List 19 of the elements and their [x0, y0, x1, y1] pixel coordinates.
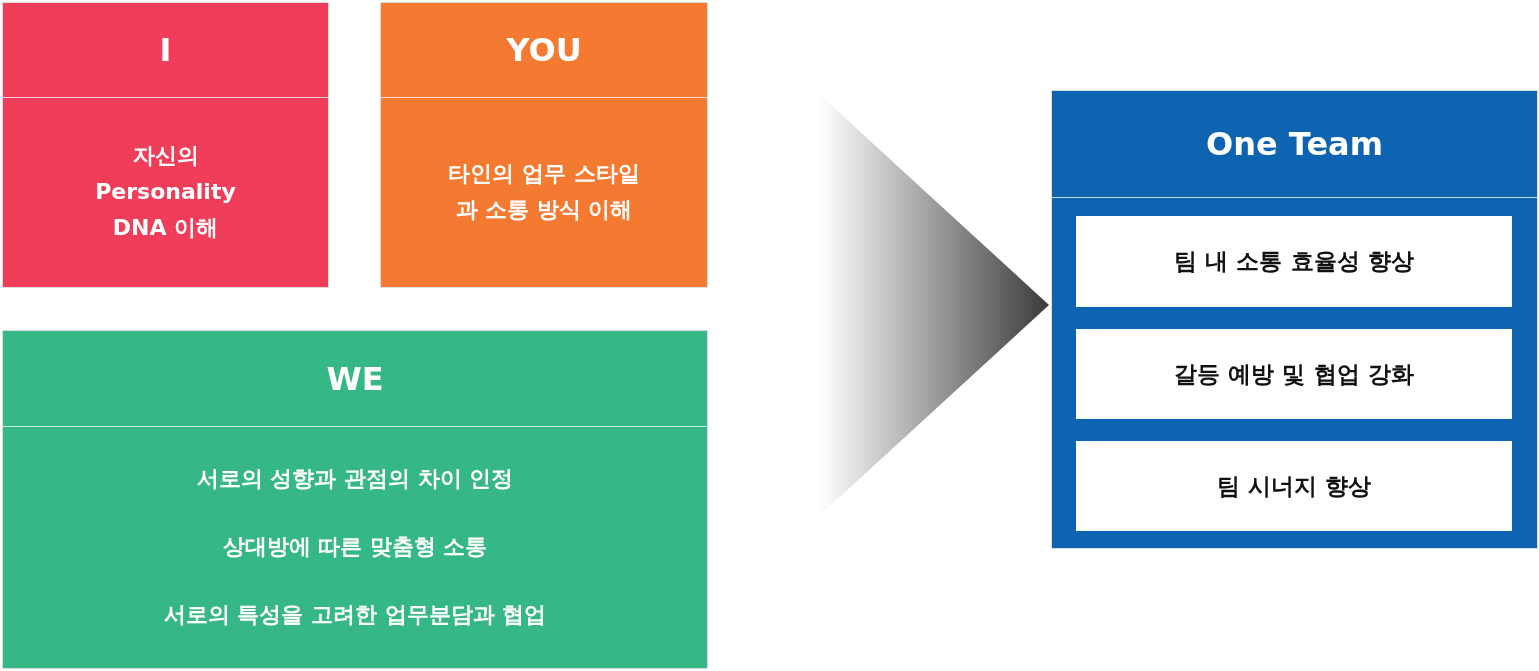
result-text: 팀 내 소통 효율성 향상 [1174, 247, 1414, 276]
card-text: 상대방에 따른 맞춤형 소통 [222, 533, 488, 561]
topic-card [2, 2, 329, 288]
card-text: 서로의 성향과 관점의 차이 인정 [196, 465, 514, 493]
card-text: 자신의 Personality DNA 이해 [94, 142, 237, 242]
card-heading: YOU [506, 31, 582, 69]
card-heading: WE [326, 359, 384, 398]
topic-card [380, 2, 708, 288]
card-heading: One Team [1205, 125, 1383, 163]
result-box [1076, 329, 1512, 419]
result-box [1076, 441, 1512, 531]
topic-card [2, 330, 708, 669]
card-text: 타인의 업무 스타일과 소통 방식 이해 [447, 160, 641, 224]
card-text: 서로의 특성을 고려한 업무분담과 협업 [163, 601, 547, 629]
result-text: 갈등 예방 및 협업 강화 [1174, 359, 1414, 389]
result-box [1076, 216, 1512, 307]
card-heading: I [159, 31, 172, 69]
topic-card [1051, 90, 1538, 549]
result-text: 팀 시너지 향상 [1217, 471, 1371, 501]
